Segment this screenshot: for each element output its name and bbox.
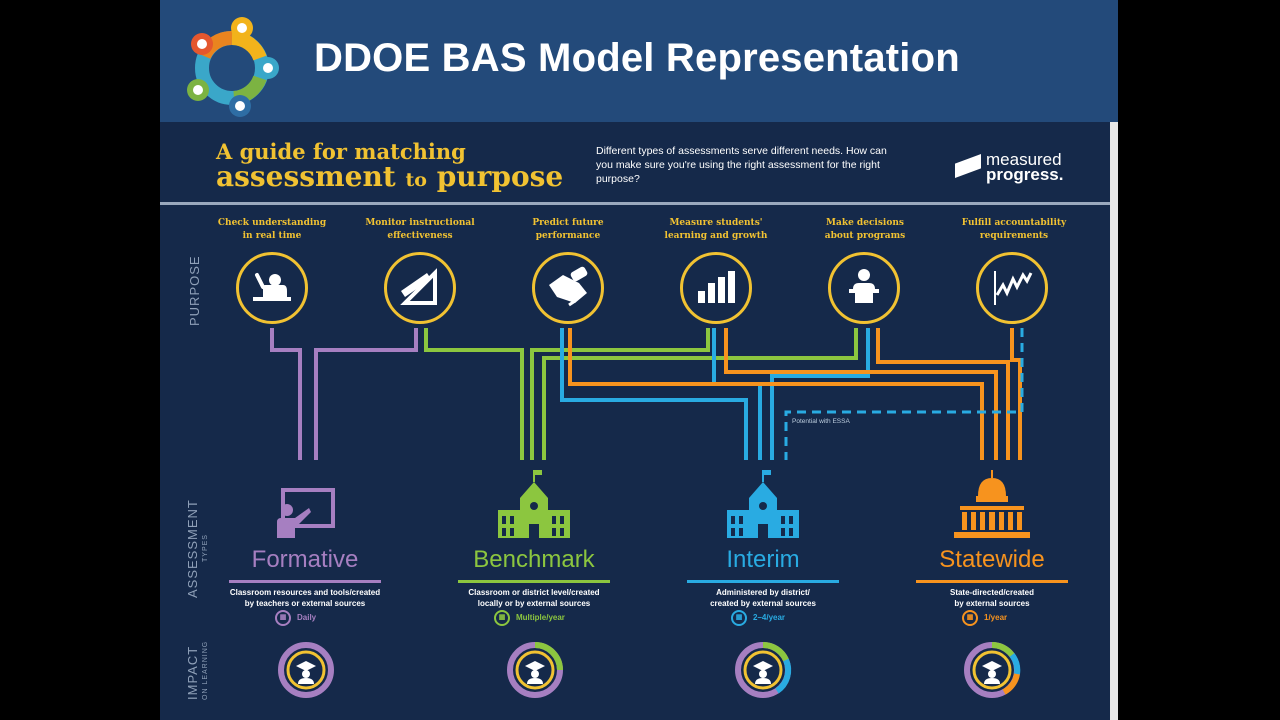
purpose-circle-decisions (828, 252, 900, 324)
brand-word-1: measured (986, 150, 1062, 169)
frequency-label: 2–4/year (753, 613, 786, 623)
purpose-circle-accountability (976, 252, 1048, 324)
teacher-board-icon (277, 488, 335, 538)
infographic: A guide for matching assessment to purpo… (160, 122, 1110, 720)
handshake-diploma-icon (549, 266, 588, 307)
guide-title-purpose: purpose (436, 160, 564, 193)
guide-title-assessment: assessment (216, 160, 396, 193)
frequency-label: Daily (297, 613, 317, 623)
essa-note: Potential with ESSA (792, 418, 850, 425)
bar-chart-icon (698, 271, 735, 303)
type-description: Administered by district/created by exte… (710, 588, 816, 608)
calendar-icon: ▦ (731, 610, 747, 626)
frequency-label: 1/year (984, 613, 1008, 623)
type-rule (229, 580, 381, 583)
purpose-circle-measure (680, 252, 752, 324)
frequency-badge: ▦ 2–4/year (731, 610, 785, 626)
purpose-circle-predict (532, 252, 604, 324)
slide-title: DDOE BAS Model Representation (314, 36, 960, 80)
type-rule (687, 580, 839, 583)
frequency-badge: ▦ Multiple/year (494, 610, 565, 626)
guide-title-line1: A guide for matching (216, 139, 466, 164)
purpose-circle-check (236, 252, 308, 324)
impact-ring-formative (278, 642, 334, 698)
header-divider (160, 202, 1110, 205)
purpose-circle-monitor (384, 252, 456, 324)
type-name: Formative (251, 546, 359, 573)
line-trend-icon (994, 271, 1033, 305)
connection-lines (270, 328, 1024, 460)
pencil-ruler-icon (400, 268, 437, 305)
brand-word-2: progress. (986, 165, 1064, 184)
frequency-badge: ▦ 1/year (962, 610, 1007, 626)
frequency-label: Multiple/year (516, 613, 565, 623)
guide-title-to: to (405, 169, 427, 191)
raised-hand-icon (253, 273, 291, 301)
calendar-icon: ▦ (275, 610, 291, 626)
calendar-icon: ▦ (494, 610, 510, 626)
intro-text: Different types of assessments serve dif… (596, 145, 887, 185)
slide: DDOE BAS Model Representation A guide fo… (160, 0, 1118, 720)
type-rule (458, 580, 610, 583)
slide-edge (1110, 122, 1118, 720)
type-name: Interim (726, 546, 800, 573)
impact-ring-interim (735, 641, 792, 698)
ddoe-logo-icon (187, 17, 279, 117)
type-name: Statewide (939, 546, 1045, 573)
slide-header: DDOE BAS Model Representation (160, 0, 1118, 122)
frequency-badge: ▦ Daily (275, 610, 316, 626)
measured-progress-logo: measured progress. (955, 150, 1070, 186)
capitol-building-icon (954, 470, 1030, 538)
type-rule (916, 580, 1068, 583)
type-name: Benchmark (473, 546, 595, 573)
school-building-icon (498, 470, 570, 538)
speaker-podium-icon (849, 269, 879, 303)
guide-title-line2: assessment to purpose (216, 160, 563, 193)
impact-ring-benchmark (507, 642, 563, 698)
purpose-label-measure: Measure students'learning and growth (664, 218, 768, 241)
calendar-icon: ▦ (962, 610, 978, 626)
impact-ring-statewide (964, 642, 1021, 698)
school-building-icon (727, 470, 799, 538)
